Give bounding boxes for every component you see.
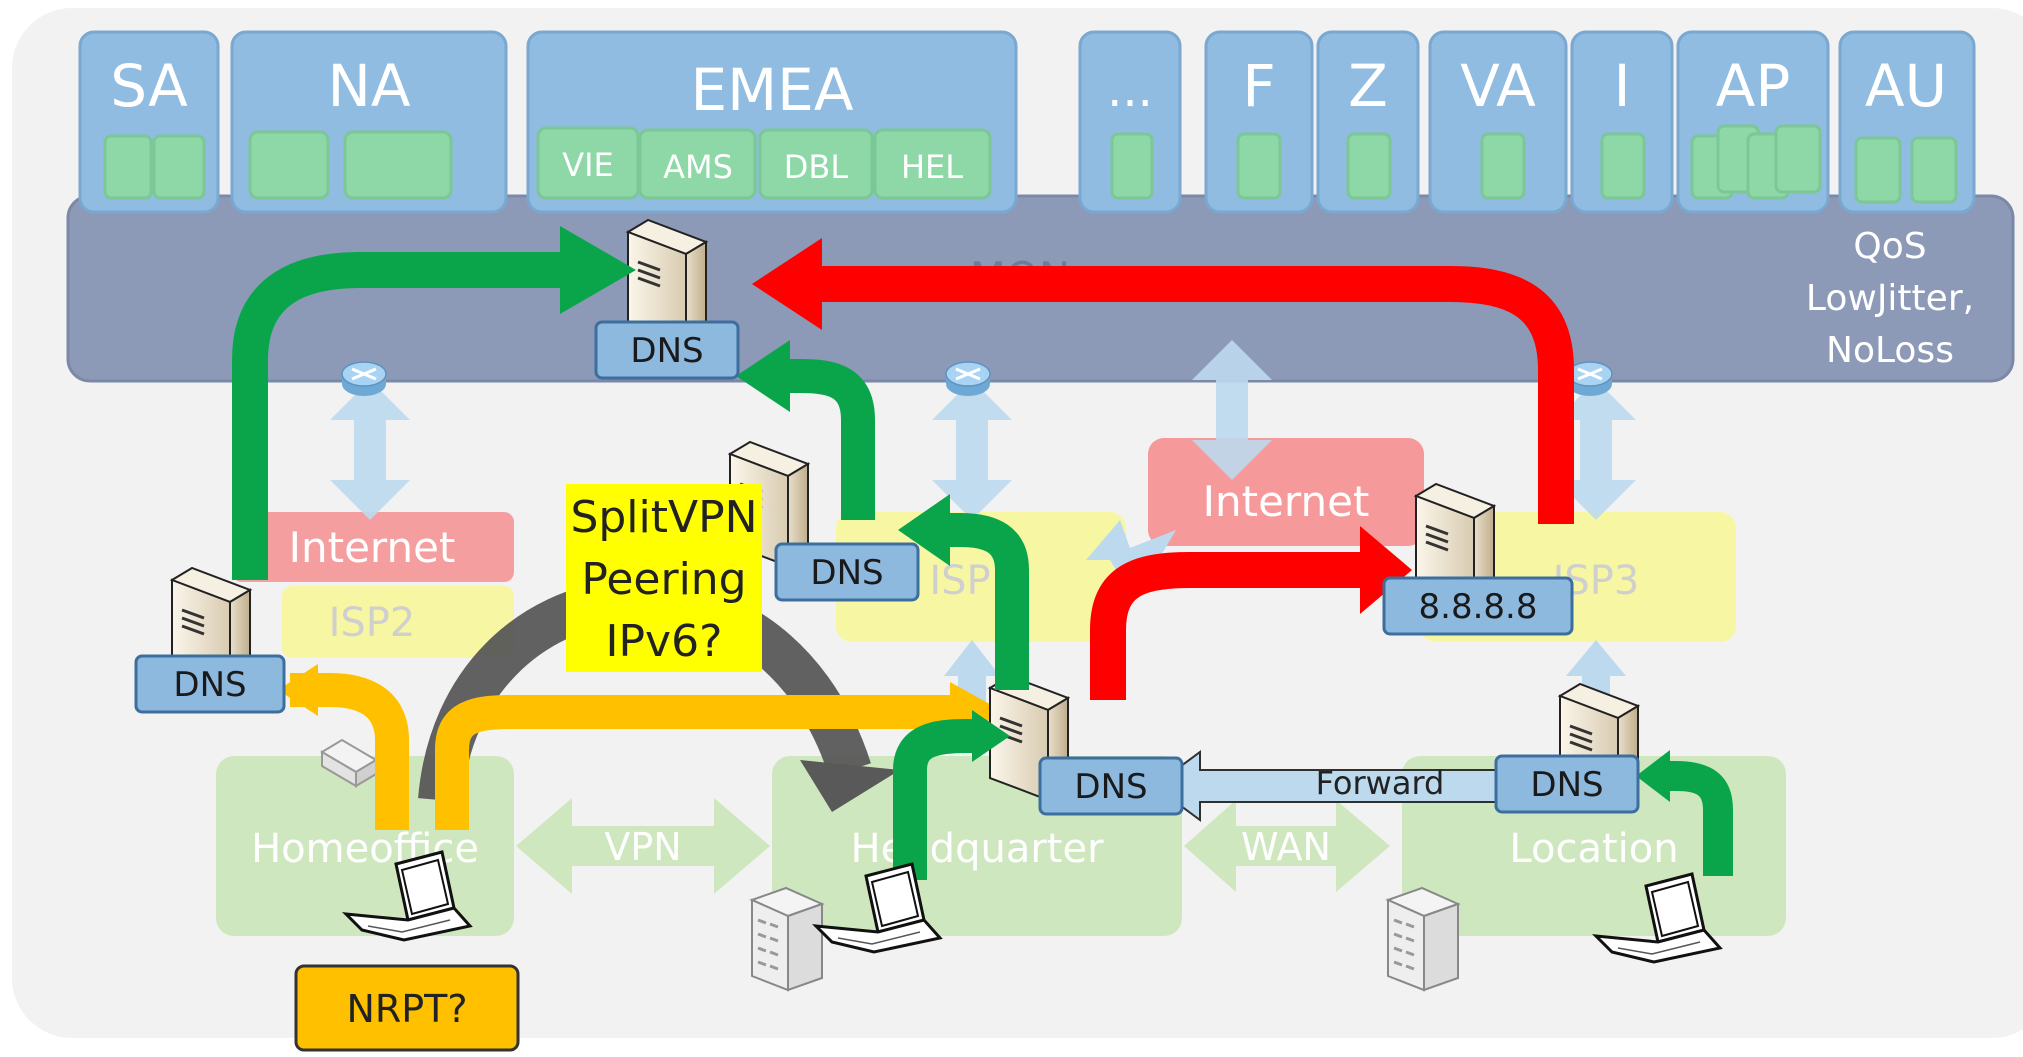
router-isp2-icon [340,360,388,398]
region-emea-label: EMEA [690,56,853,124]
region-sa-label: SA [110,52,188,120]
splitvpn-note-line-1: SplitVPN [570,492,757,543]
region-va-label: VA [1460,52,1536,120]
internet-left-box [232,512,514,582]
wan-label: WAN [1241,825,1331,869]
building-hq-icon [750,886,824,992]
qos-line-2: LowJitter, [1806,278,1974,319]
green-arrow-location-shaft [1661,761,1733,876]
isp2-box [282,586,514,658]
building-location-icon [1386,886,1460,992]
red-arrow-google-to-top-head [752,238,822,330]
green-arrow-location-head [1636,750,1670,802]
region-z-label: Z [1348,52,1388,120]
region-f-label: F [1242,52,1275,120]
router-isp-mid-icon [944,360,992,398]
dns-top-box [594,320,740,380]
dns-left-box [134,654,286,714]
green-arrow-hq-to-mid-head [898,494,950,566]
internet-right-label: Internet [1203,477,1370,526]
orange-arrow-homeoffice-dns-head [278,664,318,716]
region-ap-label: AP [1716,52,1791,120]
site-vie: VIE [562,146,614,184]
red-arrow-hq-to-google-shaft [1090,552,1376,700]
green-arrow-mid-to-top-head [736,340,790,412]
region-f: F [1204,30,1314,214]
red-arrow-google-to-top-shaft [806,266,1574,524]
green-arrow-left-to-top-head [560,226,636,314]
dns-hq-label: DNS [1074,767,1147,807]
internet-left-label: Internet [289,523,456,572]
site-hel: HEL [901,148,963,186]
wan-link-arrow [1184,800,1390,892]
dns-top-label: DNS [630,331,703,371]
region-na: NA [230,30,508,214]
site-ams: AMS [663,148,733,186]
orange-arrow-homeoffice-dns-shaft [290,673,409,830]
region-sa: SA [78,30,220,214]
region-va: VA [1428,30,1568,214]
splitvpn-note [566,484,762,672]
green-arrow-mid-to-top-shaft [770,359,875,520]
dns-hq-box [1038,756,1184,816]
router-isp3-icon [1566,360,1614,398]
dns-mid-label: DNS [810,553,883,593]
region-i: I [1570,30,1674,214]
vpn-label: VPN [604,825,681,869]
region-na-label: NA [327,52,410,120]
green-arrow-laptop-to-hq-shaft [893,719,983,880]
region-i-label: I [1613,52,1630,120]
splitvpn-note-line-2: Peering [581,554,746,605]
splitvpn-arc-head [800,760,900,812]
dns-left-label: DNS [173,665,246,705]
location-uplink-arrow [1566,640,1626,720]
qos-line-1: QoS [1853,226,1926,267]
region-emea: EMEA VIE AMS DBL HEL [526,30,1018,214]
region-ap: AP [1676,30,1830,214]
nrpt-label: NRPT? [346,987,467,1031]
forward-label: Forward [1316,764,1445,802]
region-z: Z [1316,30,1420,214]
green-arrow-laptop-to-hq-head [972,710,1010,762]
headquarter-label: Headquarter [850,826,1104,872]
dns-google-box [1382,576,1574,636]
region-more-label: ... [1107,62,1153,118]
dns-location-box [1494,754,1640,814]
red-arrow-hq-to-google-head [1360,526,1412,614]
isp2-label: ISP2 [329,600,416,646]
vpn-link-arrow [516,798,770,894]
orange-arrow-to-hq-shaft [435,695,952,830]
location-label: Location [1509,826,1678,872]
nrpt-box [294,964,520,1052]
isp-mid-label: ISP [929,558,990,604]
region-au-label: AU [1865,52,1947,120]
dns-mid-box [774,542,920,602]
region-more: ... [1078,30,1182,214]
modem-icon [320,738,378,788]
splitvpn-note-line-3: IPv6? [606,616,723,667]
qos-line-3: NoLoss [1826,330,1954,371]
site-dbl: DBL [784,148,849,186]
region-au: AU [1838,30,1976,214]
green-arrow-hq-to-mid-shaft [930,513,1029,690]
dns-location-label: DNS [1530,765,1603,805]
green-arrow-left-to-top-shaft [232,252,560,580]
dns-google-label: 8.8.8.8 [1419,587,1538,627]
